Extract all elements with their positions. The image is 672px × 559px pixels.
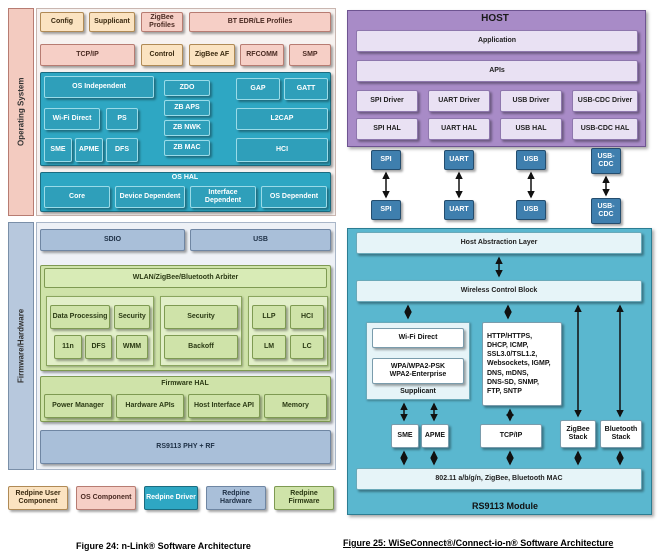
config-box: Config [40, 12, 84, 32]
usb-port-host: USB [516, 150, 546, 170]
os-independent-box: OS Independent [44, 76, 154, 98]
apis-box: APIs [356, 60, 638, 82]
apme-module-box: APME [421, 424, 449, 448]
usb-cdc-driver-box: USB-CDC Driver [572, 90, 638, 112]
bt-profiles-box: BT EDR/LE Profiles [189, 12, 331, 32]
os-side-panel [8, 8, 34, 216]
gatt-box: GATT [284, 78, 328, 100]
gap-box: GAP [236, 78, 280, 100]
os-hal-title: OS HAL [171, 173, 199, 181]
usb-hal-box: USB HAL [500, 118, 562, 140]
device-dependent-box: Device Dependent [115, 186, 185, 208]
spi-driver-box: SPI Driver [356, 90, 418, 112]
zigbee-stack-box: ZigBee Stack [560, 420, 596, 448]
uart-driver-box: UART Driver [428, 90, 490, 112]
usb-cdc-hal-box: USB-CDC HAL [572, 118, 638, 140]
memory-box: Memory [264, 394, 327, 418]
l2cap-box: L2CAP [236, 108, 328, 130]
usb-cdc-port-module: USB- CDC [591, 198, 621, 224]
host-interface-api-box: Host Interface API [188, 394, 260, 418]
host-abstraction-box: Host Abstraction Layer [356, 232, 642, 254]
dfs-fw-box: DFS [85, 335, 112, 359]
zigbee-profiles-box: ZigBee Profiles [141, 12, 183, 32]
core-box: Core [44, 186, 110, 208]
host-title: HOST [481, 13, 509, 25]
arbiter-bar [44, 268, 327, 288]
wifi-direct-box: Wi-Fi Direct [44, 108, 100, 130]
control-box: Control [141, 44, 183, 66]
usb-box: USB [190, 229, 331, 251]
power-manager-box: Power Manager [44, 394, 112, 418]
legend-os: OS Component [76, 486, 136, 510]
uart-port-host: UART [444, 150, 474, 170]
wifi-direct-module-box: Wi-Fi Direct [372, 328, 464, 348]
zb-mac-box: ZB MAC [164, 140, 210, 156]
ps-box: PS [106, 108, 138, 130]
mac-box: 802.11 a/b/g/n, ZigBee, Bluetooth MAC [356, 468, 642, 490]
sme-module-box: SME [391, 424, 419, 448]
legend-user: Redpine User Component [8, 486, 68, 510]
11n-box: 11n [54, 335, 82, 359]
arbiter-title-text: WLAN/ZigBee/Bluetooth Arbiter [132, 273, 239, 281]
wmm-box: WMM [116, 335, 148, 359]
supplicant-label: Supplicant [400, 387, 436, 395]
legend-firmware: Redpine Firmware [274, 486, 334, 510]
module-title: RS9113 Module [471, 500, 539, 511]
spi-port-host: SPI [371, 150, 401, 170]
zigbee-af-box: ZigBee AF [189, 44, 235, 66]
bluetooth-stack-box: Bluetooth Stack [600, 420, 642, 448]
sdio-box: SDIO [40, 229, 185, 251]
rfcomm-box: RFCOMM [240, 44, 284, 66]
interface-dependent-box: Interface Dependent [190, 186, 256, 208]
fw-side-panel [8, 222, 34, 470]
left-caption: Figure 24: n-Link® Software Architecture [76, 541, 251, 551]
os-dependent-box: OS Dependent [261, 186, 327, 208]
smp-box: SMP [289, 44, 331, 66]
wireless-control-box: Wireless Control Block [356, 280, 642, 302]
usb-driver-box: USB Driver [500, 90, 562, 112]
supplicant-box: Supplicant [89, 12, 135, 32]
spi-hal-box: SPI HAL [356, 118, 418, 140]
zdo-box: ZDO [164, 80, 210, 96]
llp-box: LLP [252, 305, 286, 329]
backoff-box: Backoff [164, 335, 238, 359]
zb-aps-box: ZB APS [164, 100, 210, 116]
hci-os-box: HCI [236, 138, 328, 162]
legend-hardware: Redpine Hardware [206, 486, 266, 510]
right-caption: Figure 25: WiSeConnect®/Connect-io-n® So… [343, 538, 614, 548]
spi-port-module: SPI [371, 200, 401, 220]
hci-fw-box: HCI [290, 305, 324, 329]
security-1-box: Security [114, 305, 150, 329]
zb-nwk-box: ZB NWK [164, 120, 210, 136]
phy-box: RS9113 PHY + RF [40, 430, 331, 464]
application-box: Application [356, 30, 638, 52]
uart-hal-box: UART HAL [428, 118, 490, 140]
lm-box: LM [252, 335, 286, 359]
wpa-box: WPA/WPA2-PSK WPA2-Enterprise [372, 358, 464, 384]
legend-driver: Redpine Driver [144, 486, 198, 510]
tcpip-box: TCP/IP [40, 44, 135, 66]
security-2-box: Security [164, 305, 238, 329]
tcpip-module-box: TCP/IP [480, 424, 542, 448]
firmware-hal-title: Firmware HAL [161, 379, 209, 387]
usb-port-module: USB [516, 200, 546, 220]
lc-box: LC [290, 335, 324, 359]
hardware-apis-box: Hardware APIs [116, 394, 184, 418]
protocols-box: HTTP/HTTPS, DHCP, ICMP, SSL3.0/TSL1.2, W… [482, 322, 562, 406]
apme-os-box: APME [75, 138, 103, 162]
data-processing-box: Data Processing [50, 305, 110, 329]
usb-cdc-port-host: USB- CDC [591, 148, 621, 174]
uart-port-module: UART [444, 200, 474, 220]
dfs-os-box: DFS [106, 138, 138, 162]
sme-os-box: SME [44, 138, 72, 162]
